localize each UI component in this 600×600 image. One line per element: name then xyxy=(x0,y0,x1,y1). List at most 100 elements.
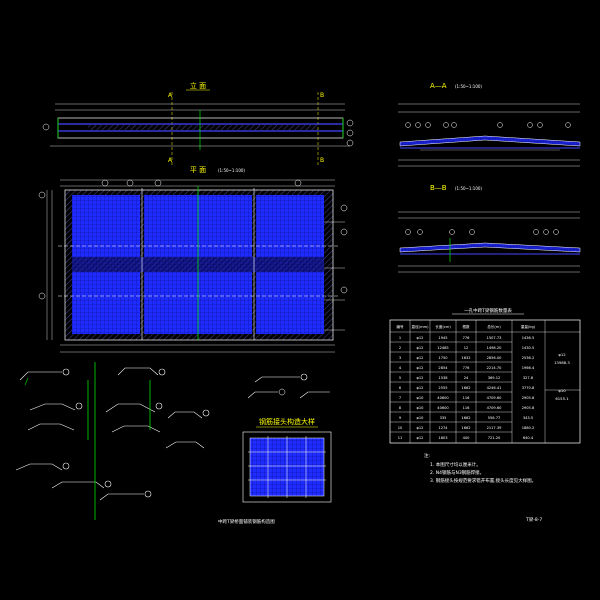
deck-section-shape xyxy=(399,135,581,147)
table-cell: 2536.2 xyxy=(522,356,535,360)
callout-circle-icon xyxy=(38,191,46,199)
table-cell: φ12 xyxy=(417,356,424,360)
mesh-panel xyxy=(72,272,140,334)
section-mark-a-top: A xyxy=(168,92,173,99)
table-header-cell: 编号 xyxy=(396,324,404,329)
sheet-number: T梁-8-7 xyxy=(525,516,542,523)
table-cell: 1662 xyxy=(461,416,470,420)
rebar-detail-sketches xyxy=(15,362,308,520)
callout-circle-icon xyxy=(346,139,354,147)
table-cell: 5 xyxy=(399,376,401,380)
section-bb-title: B—B xyxy=(430,184,447,192)
table-cell: 7 xyxy=(399,396,401,400)
table-total: φ10 xyxy=(558,388,566,393)
table-cell: 1966.4 xyxy=(522,366,535,370)
callout-circle-icon xyxy=(340,286,348,294)
table-cell: 4709.60 xyxy=(487,396,503,400)
detail-title: 钢筋接头构造大样 xyxy=(259,417,315,426)
table-cell: 1750 xyxy=(438,356,448,360)
table-cell: 1945 xyxy=(438,336,447,340)
callout-circle-icon xyxy=(38,292,46,300)
callout-circle-icon xyxy=(294,179,302,187)
callout-circle-icon xyxy=(346,129,354,137)
table-cell: 116 xyxy=(463,396,471,400)
plan-title: 平 面 xyxy=(190,166,206,174)
table-cell: 40600 xyxy=(437,396,449,400)
table-title: 一孔中跨T梁钢筋数量表 xyxy=(464,307,512,314)
table-cell: 2214.70 xyxy=(487,366,503,370)
table-total: 13988.3 xyxy=(554,360,570,365)
mesh-panel xyxy=(256,272,324,334)
table-cell: 1436.5 xyxy=(522,336,535,340)
table-cell: 3770.8 xyxy=(522,386,535,390)
table-header-cell: 根数 xyxy=(462,324,470,329)
note-item: 2. N4钢筋与N3钢筋焊接。 xyxy=(430,469,484,476)
elevation-title: 立 面 xyxy=(190,81,206,90)
table-cell: φ12 xyxy=(417,426,424,430)
table-cell: 1 xyxy=(399,336,401,340)
table-cell: 11 xyxy=(398,436,403,440)
callout-circle-icon xyxy=(126,179,134,187)
notes-block: 注: 1. 本图尺寸均以厘米计。 2. N4钢筋与N3钢筋焊接。 3. 钢筋接头… xyxy=(424,452,536,484)
table-cell: 40600 xyxy=(437,406,449,410)
table-cell: 1538 xyxy=(438,376,448,380)
quantity-table: 一孔中跨T梁钢筋数量表 编号直径(mm)长度(cm)根数总长(m)重量(kg)1… xyxy=(389,307,581,444)
table-cell: φ10 xyxy=(417,416,425,420)
note-item: 3. 钢筋接头按规范要求错开布置,接头长度见大样图。 xyxy=(430,477,536,484)
plan-scale: (1:50~1:100) xyxy=(218,168,245,173)
table-cell: 10 xyxy=(398,426,403,430)
callout-row xyxy=(405,122,571,128)
section-aa-scale: (1:50~1:100) xyxy=(455,84,482,89)
section-mark-b-top: B xyxy=(320,92,324,99)
table-cell: 400 xyxy=(463,436,471,440)
callout-circle-icon xyxy=(340,204,348,212)
table-cell: φ12 xyxy=(417,336,424,340)
table-cell: 4246.41 xyxy=(487,386,502,390)
table-cell: φ12 xyxy=(417,366,424,370)
notes-heading: 注: xyxy=(424,452,430,459)
table-cell: 776 xyxy=(463,336,471,340)
table-cell: 343.5 xyxy=(523,416,533,420)
table-cell: 640.4 xyxy=(523,436,534,440)
table-cell: 2555 xyxy=(438,386,447,390)
table-cell: 1632 xyxy=(461,356,470,360)
table-cell: φ12 xyxy=(417,376,424,380)
table-cell: 2117.39 xyxy=(487,426,503,430)
callout-circle-icon xyxy=(346,119,354,127)
plan-view: 平 面 (1:50~1:100) xyxy=(38,166,348,353)
callout-circle-icon xyxy=(154,179,162,187)
table-cell: 369.12 xyxy=(488,376,501,380)
table-header-cell: 长度(cm) xyxy=(435,324,451,329)
table-header-cell: 重量(kg) xyxy=(521,324,536,329)
section-bb-view: B—B (1:50~1:100) xyxy=(398,184,581,273)
table-cell: 776 xyxy=(463,366,471,370)
table-cell: 721.20 xyxy=(488,436,501,440)
table-cell: 2905.8 xyxy=(522,396,535,400)
table-cell: 12 xyxy=(464,346,469,350)
table-cell: 1498.20 xyxy=(487,346,503,350)
table-cell: φ12 xyxy=(417,386,424,390)
drawing-title: 中跨T梁桥面铺装钢筋构造图 xyxy=(218,518,275,525)
table-total: 6155.1 xyxy=(555,396,569,401)
table-cell: 1662 xyxy=(461,426,470,430)
mesh-panel xyxy=(72,195,140,257)
table-cell: 116 xyxy=(463,406,471,410)
table-cell: 2 xyxy=(399,346,401,350)
table-cell: 1803 xyxy=(438,436,447,440)
table-cell: 1430.5 xyxy=(522,346,535,350)
mesh-panel xyxy=(256,195,324,257)
table-cell: 8 xyxy=(399,406,402,410)
table-cell: φ12 xyxy=(417,346,424,350)
section-mark-a-bottom: A xyxy=(168,157,173,164)
table-cell: 6 xyxy=(399,386,402,390)
section-mark-b-bottom: B xyxy=(320,157,324,164)
section-aa-view: A—A (1:50~1:100) xyxy=(398,82,581,167)
table-cell: 3 xyxy=(399,356,401,360)
table-cell: φ10 xyxy=(417,396,425,400)
table-cell: 1662 xyxy=(461,386,470,390)
table-cell: 1274 xyxy=(438,426,448,430)
elevation-view: 立 面 A B A B xyxy=(42,81,354,165)
table-cell: 2854 xyxy=(438,366,448,370)
table-header-cell: 直径(mm) xyxy=(412,324,430,329)
